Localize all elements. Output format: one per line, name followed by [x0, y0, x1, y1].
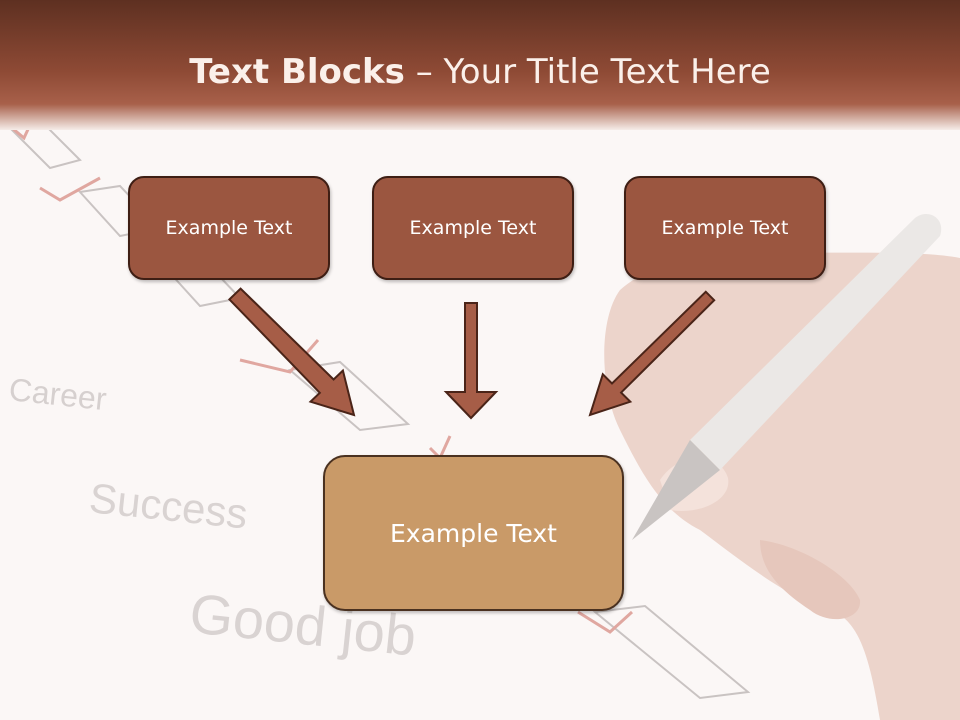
slide-title: Text Blocks – Your Title Text Here — [0, 52, 960, 92]
checkmark-icon — [239, 339, 320, 374]
arrow-left — [227, 287, 356, 417]
text-box-3[interactable]: Example Text — [624, 176, 826, 280]
arrow-right — [588, 290, 716, 417]
checkmark-icon — [39, 176, 101, 202]
title-rest: Your Title Text Here — [443, 52, 771, 92]
title-bar — [0, 0, 960, 130]
checkbox-outline — [592, 604, 751, 700]
main-text-box[interactable]: Example Text — [323, 455, 624, 611]
text-box-2[interactable]: Example Text — [372, 176, 574, 280]
hand-with-pen — [604, 214, 960, 720]
checkmark-icon — [577, 610, 634, 634]
text-box-1[interactable]: Example Text — [128, 176, 330, 280]
title-bold: Text Blocks — [189, 52, 405, 92]
title-separator: – — [404, 52, 444, 92]
arrow-center — [443, 302, 499, 420]
